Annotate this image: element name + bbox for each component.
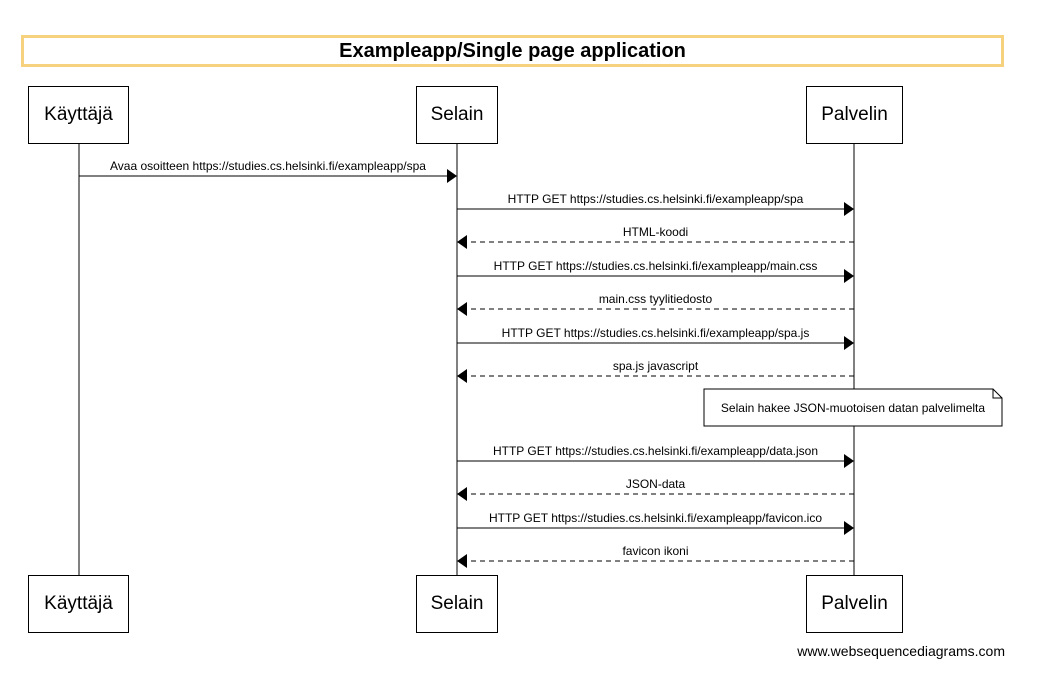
- diagram-title: Exampleapp/Single page application: [21, 35, 1004, 67]
- message-arrow: [457, 369, 854, 383]
- note-text: Selain hakee JSON-muotoisen datan palvel…: [720, 400, 986, 415]
- message-arrow: [457, 554, 854, 568]
- message-arrow: [457, 454, 854, 468]
- arrowhead-icon: [457, 554, 467, 568]
- message-label: HTTP GET https://studies.cs.helsinki.fi/…: [488, 511, 823, 525]
- note-box: [703, 388, 1003, 427]
- arrowhead-icon: [457, 369, 467, 383]
- participant-user-bottom: Käyttäjä: [28, 575, 129, 633]
- footer-credit: www.websequencediagrams.com: [797, 643, 1005, 659]
- lifelines: [78, 142, 855, 575]
- arrowhead-icon: [457, 302, 467, 316]
- participant-user-top: Käyttäjä: [28, 86, 129, 144]
- participant-server-bottom: Palvelin: [806, 575, 903, 633]
- arrowhead-icon: [844, 269, 854, 283]
- arrowhead-icon: [447, 169, 457, 183]
- message-arrow: [457, 487, 854, 501]
- message-arrow: [457, 202, 854, 216]
- participant-browser-bottom: Selain: [416, 575, 498, 633]
- message-arrows: [79, 169, 854, 568]
- message-arrow: [457, 521, 854, 535]
- participant-server-top: Palvelin: [806, 86, 903, 144]
- message-label: favicon ikoni: [622, 544, 689, 558]
- message-label: HTML-koodi: [622, 225, 689, 239]
- arrowhead-icon: [844, 336, 854, 350]
- message-label: main.css tyylitiedosto: [598, 292, 713, 306]
- message-arrow: [457, 302, 854, 316]
- message-arrow: [457, 235, 854, 249]
- note-fold-icon: [992, 389, 1002, 399]
- message-label: JSON-data: [625, 477, 686, 491]
- message-label: HTTP GET https://studies.cs.helsinki.fi/…: [507, 192, 804, 206]
- message-arrow: [457, 269, 854, 283]
- participant-browser-top: Selain: [416, 86, 498, 144]
- message-arrow: [79, 169, 457, 183]
- message-label: HTTP GET https://studies.cs.helsinki.fi/…: [492, 444, 819, 458]
- message-label: HTTP GET https://studies.cs.helsinki.fi/…: [493, 259, 818, 273]
- message-arrow: [457, 336, 854, 350]
- arrowhead-icon: [844, 454, 854, 468]
- arrowhead-icon: [457, 487, 467, 501]
- arrowhead-icon: [844, 202, 854, 216]
- arrowhead-icon: [844, 521, 854, 535]
- arrowhead-icon: [457, 235, 467, 249]
- message-label: spa.js javascript: [612, 359, 699, 373]
- message-label: Avaa osoitteen https://studies.cs.helsin…: [110, 159, 426, 173]
- note-shape: [703, 388, 1003, 427]
- message-label: HTTP GET https://studies.cs.helsinki.fi/…: [501, 326, 810, 340]
